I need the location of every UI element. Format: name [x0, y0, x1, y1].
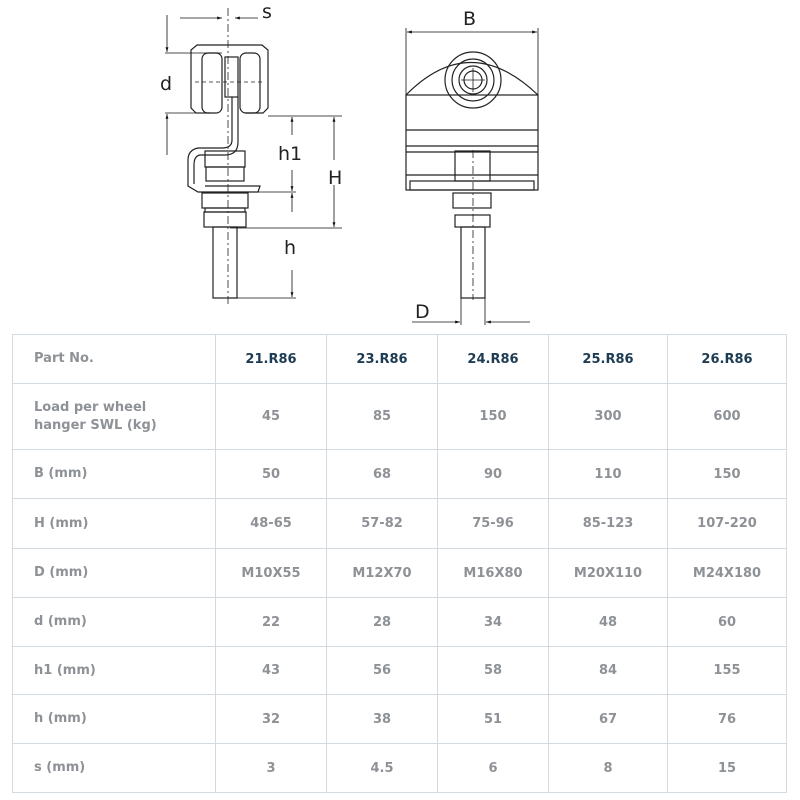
- table-cell: 15: [667, 743, 787, 793]
- table-cell: 43: [215, 646, 327, 695]
- row-label: D (mm): [12, 548, 216, 598]
- table-cell: 85: [326, 383, 438, 450]
- technical-drawing: s d h1 H h B D: [160, 1, 539, 325]
- side-view: [187, 8, 269, 305]
- table-cell: 3: [215, 743, 327, 793]
- table-cell: 51: [437, 694, 549, 744]
- table-cell: 600: [667, 383, 787, 450]
- table-cell: 67: [548, 694, 668, 744]
- table-cell: 110: [548, 449, 668, 499]
- table-cell: 84: [548, 646, 668, 695]
- table-cell: 76: [667, 694, 787, 744]
- table-cell: 50: [215, 449, 327, 499]
- part-number: 25.R86: [548, 334, 668, 384]
- part-number: 23.R86: [326, 334, 438, 384]
- front-view: [405, 51, 539, 300]
- row-label: Load per wheel hanger SWL (kg): [12, 383, 216, 450]
- table-cell: M10X55: [215, 548, 327, 598]
- row-label: s (mm): [12, 743, 216, 793]
- table-cell: 90: [437, 449, 549, 499]
- dim-label-h1: h1: [278, 143, 302, 165]
- table-cell: M24X180: [667, 548, 787, 598]
- table-cell: 4.5: [326, 743, 438, 793]
- table-cell: 68: [326, 449, 438, 499]
- part-number: 26.R86: [667, 334, 787, 384]
- table-cell: 6: [437, 743, 549, 793]
- table-cell: 34: [437, 597, 549, 647]
- table-cell: 48-65: [215, 498, 327, 549]
- table-cell: 56: [326, 646, 438, 695]
- table-cell: 75-96: [437, 498, 549, 549]
- row-label: h1 (mm): [12, 646, 216, 695]
- table-cell: 22: [215, 597, 327, 647]
- table-cell: 85-123: [548, 498, 668, 549]
- table-cell: 32: [215, 694, 327, 744]
- dim-label-D: D: [415, 301, 430, 323]
- part-number: 21.R86: [215, 334, 327, 384]
- table-cell: M16X80: [437, 548, 549, 598]
- table-header-row: Part No. 21.R86 23.R86 24.R86 25.R86 26.…: [12, 334, 787, 384]
- table-cell: 107-220: [667, 498, 787, 549]
- table-cell: 38: [326, 694, 438, 744]
- front-view-dimensions: [405, 28, 539, 325]
- table-cell: 300: [548, 383, 668, 450]
- table-cell: 155: [667, 646, 787, 695]
- table-cell: 45: [215, 383, 327, 450]
- table-cell: 150: [667, 449, 787, 499]
- dim-label-B: B: [463, 8, 476, 30]
- dim-label-h: h: [284, 237, 296, 259]
- dim-label-d: d: [160, 73, 172, 95]
- row-label: h (mm): [12, 694, 216, 744]
- table-cell: M20X110: [548, 548, 668, 598]
- row-label: B (mm): [12, 449, 216, 499]
- header-label: Part No.: [12, 334, 216, 384]
- table-cell: 28: [326, 597, 438, 647]
- table-cell: 48: [548, 597, 668, 647]
- table-cell: M12X70: [326, 548, 438, 598]
- side-view-dimensions: [165, 15, 342, 299]
- table-cell: 57-82: [326, 498, 438, 549]
- table-cell: 58: [437, 646, 549, 695]
- row-label: H (mm): [12, 498, 216, 549]
- table-cell: 150: [437, 383, 549, 450]
- table-cell: 60: [667, 597, 787, 647]
- dim-label-H: H: [328, 167, 342, 189]
- table-cell: 8: [548, 743, 668, 793]
- dim-label-s: s: [262, 1, 272, 23]
- part-number: 24.R86: [437, 334, 549, 384]
- row-label: d (mm): [12, 597, 216, 647]
- specification-table: Part No. 21.R86 23.R86 24.R86 25.R86 26.…: [12, 334, 787, 793]
